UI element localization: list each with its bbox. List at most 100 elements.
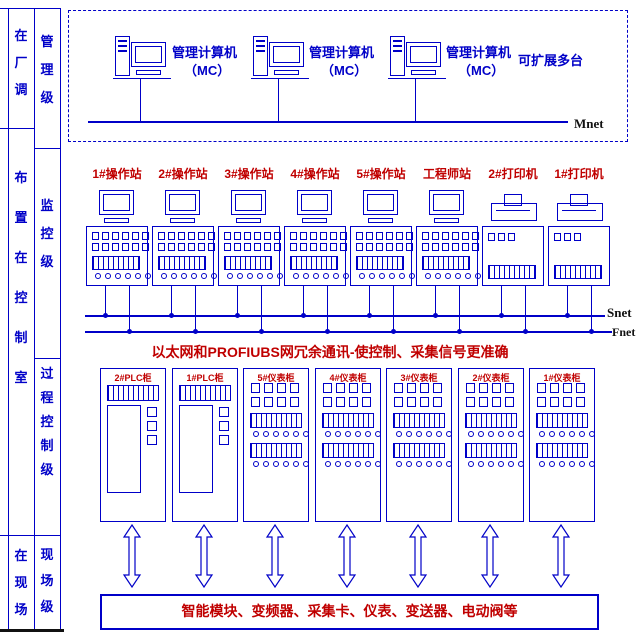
plc-rack [107,405,141,493]
module-squares [488,233,515,241]
connector-line [237,286,238,316]
connector-line [195,286,196,333]
mnet-label: Mnet [574,116,604,131]
connection-dot [523,329,528,334]
module-band [290,256,338,270]
double-arrow-icon [337,524,357,588]
terminal-circles [161,273,217,279]
double-arrow-icon [265,524,285,588]
connector-line [567,286,568,316]
cabinet-label: 3#仪表柜 [400,373,438,383]
terminal-circles [253,461,309,467]
module-band [158,256,206,270]
module-squares [554,233,581,241]
management-level-box [68,10,628,142]
terminal-circles [253,431,309,437]
monitor-icon [99,190,135,224]
cabinet-label: 5#仪表柜 [257,373,295,383]
station-cabinet [416,226,481,286]
connection-dot [367,313,372,318]
connector-line [525,286,526,333]
station-cabinet [350,226,415,286]
printer-group [547,190,611,286]
module-band [92,256,140,270]
management-computer-sublabel: （MC） [321,63,368,78]
printer-icon [486,194,540,226]
terminal-circles [95,273,151,279]
rail-label-field-level: 现场级 [40,547,54,614]
connector-line [393,286,394,333]
double-arrow-icon [122,524,142,588]
rail-label-process-control-level: 过程控制级 [40,366,54,477]
terminal-circles [396,461,452,467]
module-squares [466,397,514,407]
connector-line [459,286,460,333]
connection-dot [457,329,462,334]
rail-label-on-site: 在现场 [14,548,28,617]
module-squares [219,407,229,445]
module-band [250,413,302,428]
module-squares [290,232,347,240]
management-computer-sublabel: （MC） [458,63,505,78]
rail-tick [34,148,60,149]
station-cabinet [284,226,349,286]
monitor-icon [363,190,399,224]
connection-dot [259,329,264,334]
connection-dot [127,329,132,334]
module-band [393,443,445,458]
station-label: 1#操作站 [92,167,142,181]
station-cabinet [86,226,151,286]
management-computer-label: 管理计算机 [172,45,238,60]
instrument-cabinet: 2#仪表柜 [458,368,524,522]
station-label: 1#打印机 [554,167,604,181]
plc-rack [179,405,213,493]
instrument-cabinet: 1#仪表柜 [529,368,595,522]
computer-tower-icon [253,36,268,76]
terminal-circles [468,431,524,437]
rail-tick [0,128,34,129]
module-squares [92,243,149,251]
station-label: 2#打印机 [488,167,538,181]
instrument-cabinet: 4#仪表柜 [315,368,381,522]
printer-cabinet [482,226,544,286]
connector-line [171,286,172,316]
double-arrow-icon [480,524,500,588]
station-label: 5#操作站 [356,167,406,181]
rail-label-control-room: 布置在控制室 [14,170,28,385]
connector-line [591,286,592,333]
computer-tower-icon [390,36,405,76]
connection-dot [391,329,396,334]
monitor-icon [297,190,333,224]
connector-line [415,79,416,121]
terminal-circles [539,431,595,437]
module-squares [158,232,215,240]
instrument-cabinet: 3#仪表柜 [386,368,452,522]
fnet-bus-line [85,331,612,333]
module-band [179,385,231,401]
station-label: 工程师站 [422,167,471,181]
rail-line [60,8,61,630]
terminal-circles [359,273,415,279]
snet-bus-line [85,315,605,317]
workstation-group [283,190,349,286]
module-squares [92,232,149,240]
connector-line [369,286,370,316]
field-devices-label: 智能模块、变频器、采集卡、仪表、变送器、电动阀等 [181,603,518,619]
station-label: 2#操作站 [158,167,208,181]
module-band [536,413,588,428]
module-squares [224,232,281,240]
printer-icon [552,194,606,226]
workstation-group [151,190,217,286]
connector-line [140,79,141,121]
module-squares [251,383,299,393]
module-squares [394,397,442,407]
module-squares [422,243,479,251]
double-arrow-icon [408,524,428,588]
connector-line [501,286,502,316]
connector-line [303,286,304,316]
monitor-icon [269,42,305,76]
module-band [465,413,517,428]
connection-dot [433,313,438,318]
plc-cabinet: 2#PLC柜 [100,368,166,522]
